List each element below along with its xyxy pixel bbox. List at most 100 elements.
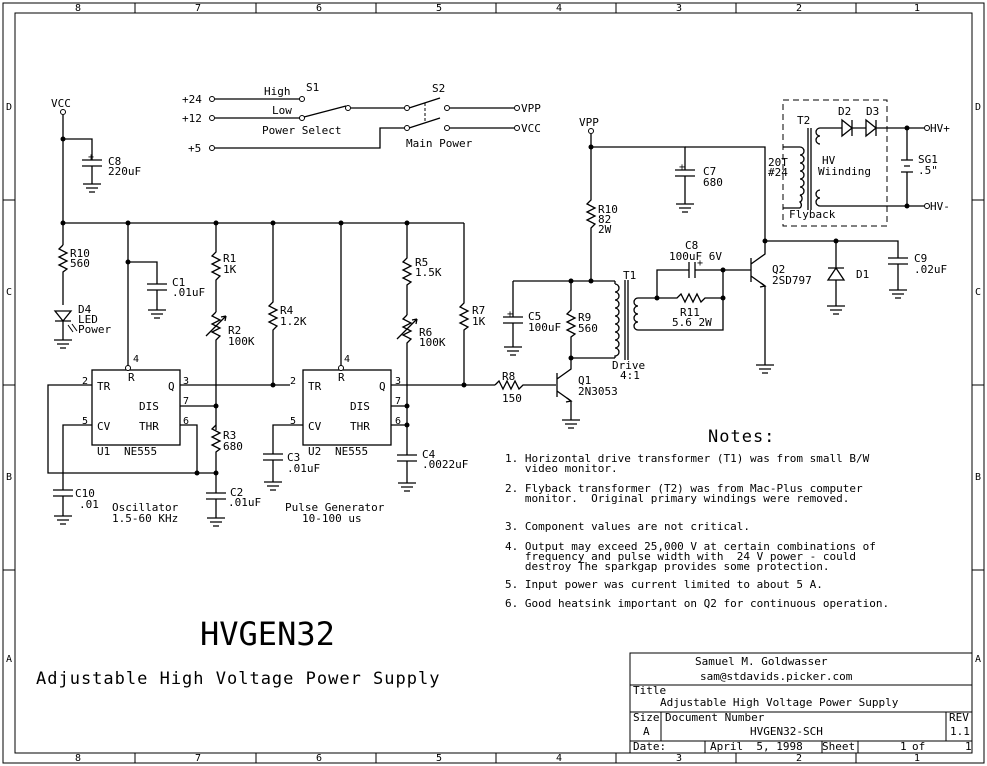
t2-turns: 20T [768,156,788,169]
col-label: 7 [195,753,201,764]
u2-pin-q: Q [379,380,386,393]
r7-ref: R7 [472,304,485,317]
rev-label: REV [949,711,969,724]
c2-value: .01uF [228,496,261,509]
col-label: 8 [75,3,81,14]
schematic-subtitle: Adjustable High Voltage Power Supply [36,669,440,689]
sheet-value: 1 [900,740,907,753]
date-value: April 5, 1998 [710,740,803,753]
col-label: 5 [436,3,442,14]
c10-ref: C10 [75,487,95,500]
t1-ref: T1 [623,269,636,282]
u1-pinnum-3: 3 [183,376,189,387]
polarity-plus: + [507,309,513,320]
size-label: Size [633,711,660,724]
title-value: Adjustable High Voltage Power Supply [660,696,899,709]
u1-pin-dis: DIS [139,400,159,413]
sg1-ref: SG1 [918,153,938,166]
col-label: 5 [436,753,442,764]
t1-label-drive: Drive [612,359,645,372]
driver-stage: R8 150 Q1 2N3053 VPP R10 82 2W + C5 100u… [494,116,751,429]
c9-value: .02uF [914,263,947,276]
c4-ref: C4 [422,448,436,461]
note-line: frequency and pulse width with 24 V powe… [505,550,856,563]
sheet-total: 1 [965,740,972,753]
u1-pinnum-6: 6 [183,416,189,427]
t2-winding-label: Wiinding [818,165,871,178]
u1-pin-thr: THR [139,420,159,433]
d2-ref: D2 [838,105,851,118]
docnum-value: HVGEN32-SCH [750,725,823,738]
row-label: C [6,287,12,298]
u1-pinnum-4: 4 [133,354,139,365]
t2-flyback-label: Flyback [789,208,836,221]
row-label: A [975,654,981,665]
c3-ref: C3 [287,451,300,464]
sheet-of: of [912,740,925,753]
u2-ref: U2 [308,445,321,458]
t2-ref: T2 [797,114,810,127]
u2-pinnum-6: 6 [395,416,401,427]
note-line: 2. Flyback transformer (T2) was from Mac… [505,482,863,495]
u2-pin-thr: THR [350,420,370,433]
u2-pin-tr: TR [308,380,322,393]
u2-pin-cv: CV [308,420,322,433]
email: sam@stdavids.picker.com [700,670,853,683]
c5-ref: C5 [528,310,541,323]
note-line: 5. Input power was current limited to ab… [505,578,823,591]
u1-pinnum-5: 5 [82,416,88,427]
r11-value: 5.6 2W [672,316,712,329]
c1-ref: C1 [172,276,185,289]
r10b-ref: R10 [598,203,618,216]
c5-value: 100uF [528,321,561,334]
c2-ref: C2 [230,486,243,499]
note-line: destroy The sparkgap provides some prote… [505,560,830,573]
r10b-power: 2W [598,223,612,236]
u1-pinnum-2: 2 [82,376,88,387]
polarity-plus: + [88,152,94,163]
r5-ref: R5 [415,256,428,269]
u1-pin-q: Q [168,380,175,393]
c10-value: .01 [79,498,99,511]
col-label: 1 [914,753,920,764]
col-label: 2 [796,3,802,14]
u1-oscillator: TR R Q DIS CV THR U1 NE555 2 4 3 7 5 6 C… [47,223,290,527]
sg1-value: .5" [918,164,938,177]
label-s1: S1 [306,81,319,94]
label-plus5: +5 [188,142,201,155]
r6-value: 100K [419,336,446,349]
col-label: 3 [676,3,682,14]
u2-pinnum-7: 7 [395,396,401,407]
note-line: 3. Component values are not critical. [505,520,750,533]
docnum-label: Document Number [665,711,765,724]
q2-value: 2SD797 [772,274,812,287]
c4-value: .0022uF [422,458,468,471]
row-label: A [6,654,12,665]
net-vcc-out: VCC [521,122,541,135]
label-low: Low [272,104,292,117]
r1-value: 1K [223,263,237,276]
col-label: 4 [556,3,562,14]
col-label: 1 [914,3,920,14]
u1-ref: U1 [97,445,110,458]
r7-value: 1K [472,315,486,328]
r5-value: 1.5K [415,266,442,279]
u2-pinnum-3: 3 [395,376,401,387]
rev-value: 1.1 [950,725,970,738]
r10b-value: 82 [598,213,611,226]
note-line: monitor. Original primary windings were … [505,492,849,505]
t1-label-ratio: 4:1 [620,369,640,382]
r4-ref: R4 [280,304,294,317]
q2-ref: Q2 [772,263,785,276]
r1-ref: R1 [223,252,236,265]
c3-value: .01uF [287,462,320,475]
note-line: video monitor. [505,462,618,475]
title-block: Samuel M. Goldwasser sam@stdavids.picker… [629,652,973,754]
t2-wire: #24 [768,166,788,179]
row-label: C [975,287,981,298]
c8-ref: C8 [108,155,121,168]
sheet-label: Sheet [822,740,855,753]
col-label: 6 [316,3,322,14]
col-label: 3 [676,753,682,764]
